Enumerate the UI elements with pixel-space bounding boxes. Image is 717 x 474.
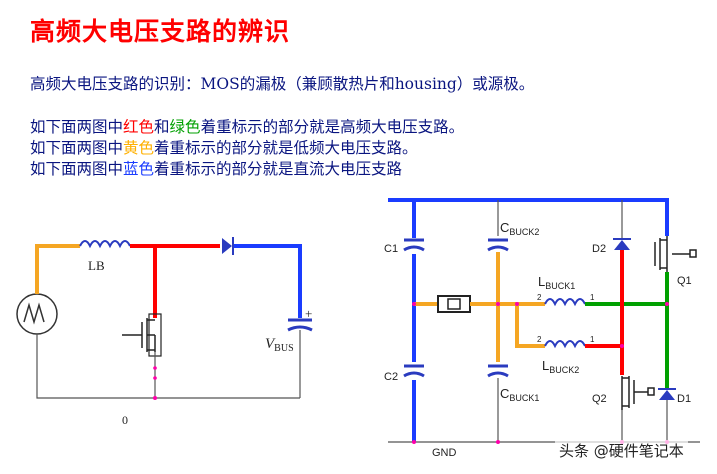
cbuck2-label: CBUCK2 xyxy=(500,220,539,237)
pin-label: 2 xyxy=(537,293,542,302)
pin-label: 2 xyxy=(537,335,542,344)
c1-label: C1 xyxy=(384,243,398,255)
q1-mosfet-icon xyxy=(654,236,697,272)
watermark: 头条 @硬件笔记本 xyxy=(555,440,688,461)
lbuck2-inductor-icon xyxy=(544,340,586,349)
right-buck-circuit: C1 C2 CBUCK2 CBUCK1 2 1 LBUCK1 2 1 LBUCK… xyxy=(384,198,700,459)
vbus-label: VBUS xyxy=(265,336,294,354)
ground-rail xyxy=(36,334,300,399)
intro-text: 高频大电压支路的识别：MOS的漏极（兼顾散热片和housing）或源极。 xyxy=(30,75,535,93)
boost-diode-icon xyxy=(222,238,232,254)
legend-line-red-green: 如下面两图中红色和绿色着重标示的部分就是高频大电压支路。 xyxy=(30,115,464,137)
legend-suffix: 着重标示的部分就是直流大电压支路 xyxy=(154,160,403,178)
legend-yellow-word: 黄色 xyxy=(123,139,155,157)
gnd-label: GND xyxy=(432,447,457,459)
boost-mosfet-icon xyxy=(122,318,156,352)
legend-line-yellow: 如下面两图中黄色着重标示的部分就是低频大电压支路。 xyxy=(30,136,418,158)
lbuck1-label: LBUCK1 xyxy=(538,274,575,291)
d2-diode-icon xyxy=(614,240,630,250)
legend-suffix: 着重标示的部分就是低频大电压支路。 xyxy=(154,139,418,157)
legend-line-blue: 如下面两图中蓝色着重标示的部分就是直流大电压支路 xyxy=(30,157,402,179)
pin-label: 1 xyxy=(590,293,595,302)
legend-prefix: 如下面两图中 xyxy=(30,139,124,157)
legend-green-word: 绿色 xyxy=(169,118,201,136)
cbuck1-label: CBUCK1 xyxy=(500,386,539,403)
dc-output-wire xyxy=(234,244,302,318)
page-title: 高频大电压支路的辨识 xyxy=(30,17,291,46)
q1-label: Q1 xyxy=(677,275,692,287)
legend-red-word: 红色 xyxy=(123,118,155,136)
svg-text:+: + xyxy=(305,306,312,321)
lbuck1-inductor-icon xyxy=(544,298,586,307)
legend-and: 和 xyxy=(154,118,170,136)
inductor-lb-icon xyxy=(79,240,131,249)
d1-diode-icon xyxy=(659,390,675,400)
ground-label: 0 xyxy=(122,413,128,427)
lbuck2-label: LBUCK2 xyxy=(542,358,579,375)
inductor-lb-label: LB xyxy=(88,258,105,273)
pin-label: 1 xyxy=(590,335,595,344)
c2-label: C2 xyxy=(384,371,398,383)
q2-mosfet-icon xyxy=(621,376,655,410)
legend-prefix: 如下面两图中 xyxy=(30,160,124,178)
dc-top-rail xyxy=(388,198,669,236)
d2-label: D2 xyxy=(592,243,606,255)
legend-prefix: 如下面两图中 xyxy=(30,118,124,136)
left-boost-circuit: LB + VBUS 0 xyxy=(16,237,313,427)
d1-label: D1 xyxy=(677,393,691,405)
legend-suffix: 着重标示的部分就是高频大电压支路。 xyxy=(200,118,465,136)
legend-blue-word: 蓝色 xyxy=(123,160,155,178)
q2-label: Q2 xyxy=(592,393,607,405)
low-freq-input-wire xyxy=(35,244,80,294)
